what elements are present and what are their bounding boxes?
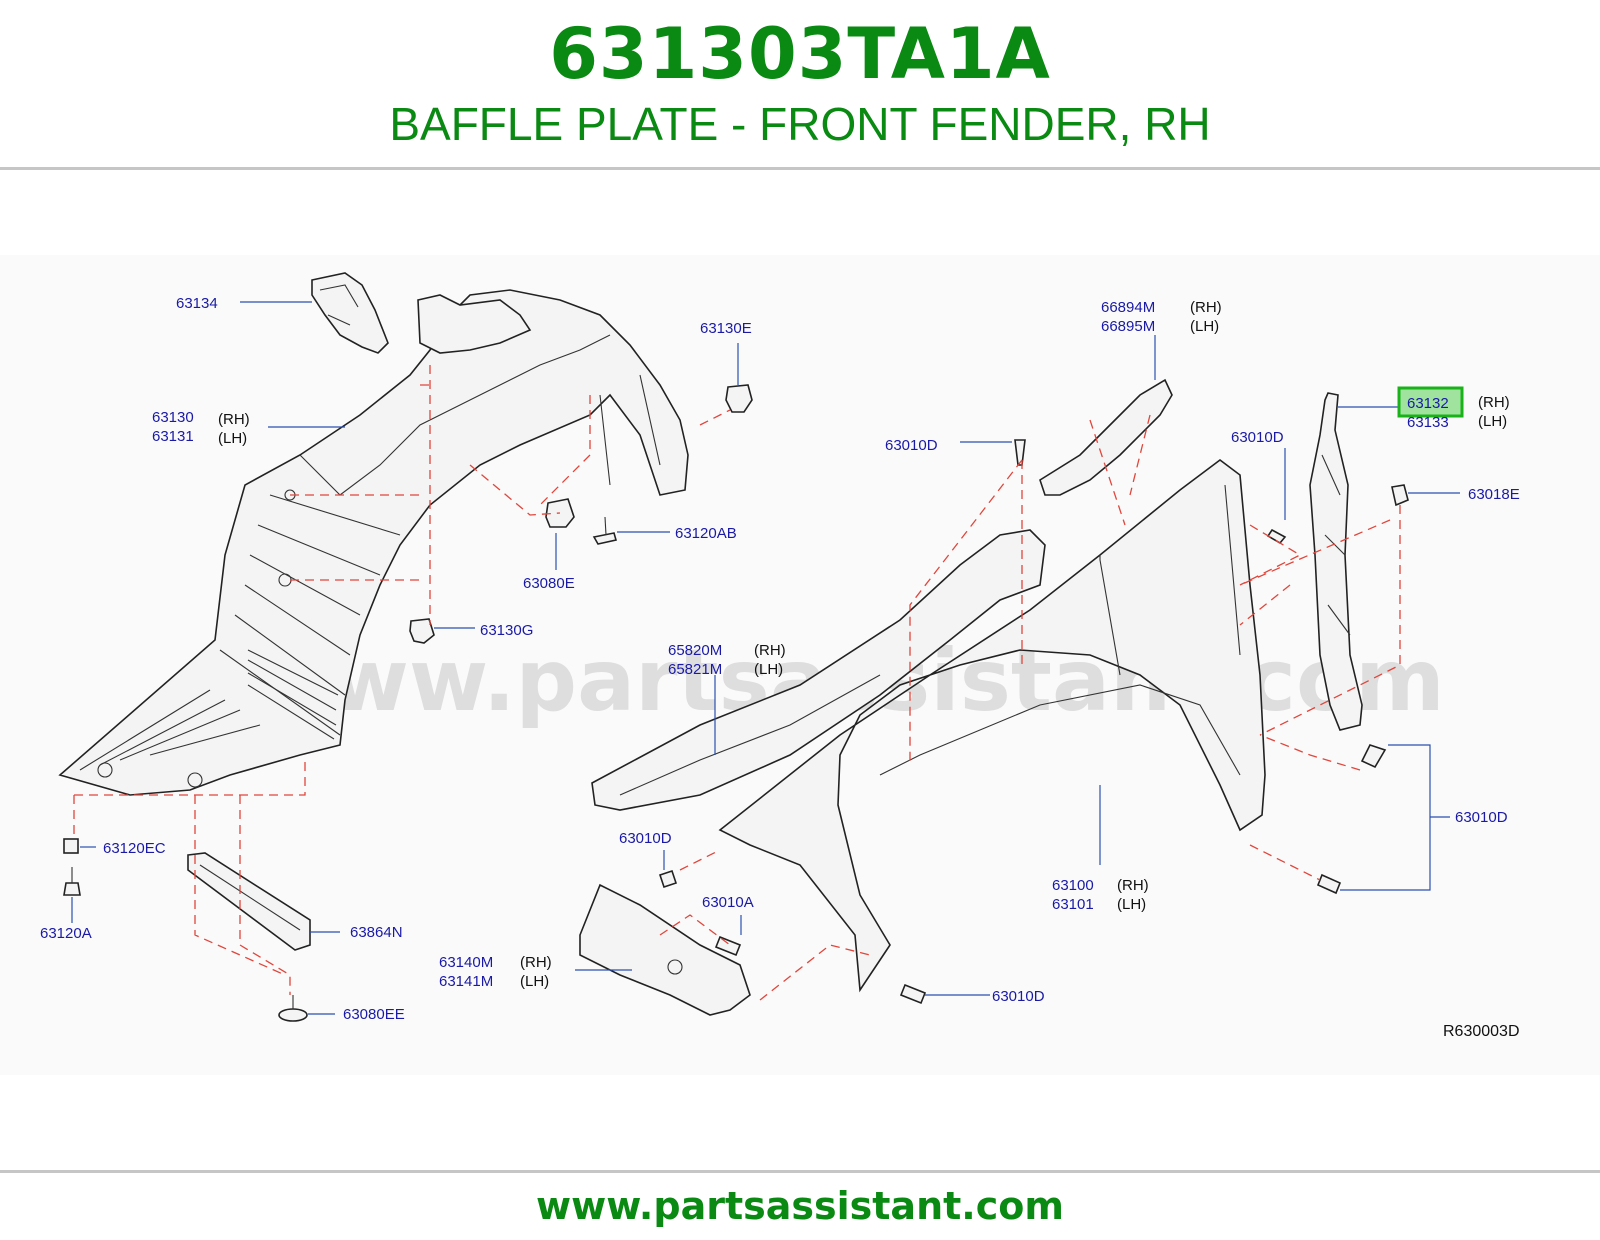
label-65820M[interactable]: 65820M	[668, 642, 722, 659]
label-63134[interactable]: 63134	[176, 295, 218, 312]
nut-63120EC-part[interactable]	[63, 838, 79, 854]
bracket-63134-part[interactable]	[311, 272, 389, 354]
label-63101[interactable]: 63101	[1052, 896, 1094, 913]
label-63141M-side: (LH)	[520, 973, 549, 990]
label-63133[interactable]: 63133	[1407, 414, 1449, 431]
baffle-plate-63132-part[interactable]	[1309, 392, 1363, 731]
footer-site-url[interactable]: www.partsassistant.com	[536, 1184, 1064, 1228]
diagram-reference-code: R630003D	[1443, 1023, 1520, 1040]
label-63080E[interactable]: 63080E	[523, 575, 575, 592]
clip-63130E-part[interactable]	[725, 384, 753, 413]
label-63130E[interactable]: 63130E	[700, 320, 752, 337]
part-number-title: 631303TA1A	[549, 13, 1051, 95]
label-63864N[interactable]: 63864N	[350, 924, 403, 941]
bolt-63010D-pair-part[interactable]	[1316, 744, 1387, 895]
label-63130G[interactable]: 63130G	[480, 622, 533, 639]
label-63010D-upper[interactable]: 63010D	[885, 437, 938, 454]
label-66895M[interactable]: 66895M	[1101, 318, 1155, 335]
bolt-63010D-lower-left-part[interactable]	[658, 869, 678, 889]
label-63018E[interactable]: 63018E	[1468, 486, 1520, 503]
label-63120EC[interactable]: 63120EC	[103, 840, 166, 857]
label-63010D-bottom[interactable]: 63010D	[992, 988, 1045, 1005]
label-63131[interactable]: 63131	[152, 428, 194, 445]
label-63141M[interactable]: 63141M	[439, 973, 493, 990]
label-63010A[interactable]: 63010A	[702, 894, 754, 911]
bolt-63010A-part[interactable]	[714, 935, 742, 957]
screw-63120AB-part[interactable]	[592, 516, 618, 545]
fender-liner-part[interactable]	[58, 289, 689, 796]
label-65821M-side: (LH)	[754, 661, 783, 678]
label-63100[interactable]: 63100	[1052, 877, 1094, 894]
label-63101-side: (LH)	[1117, 896, 1146, 913]
label-63133-side: (LH)	[1478, 413, 1507, 430]
label-63010D-right[interactable]: 63010D	[1231, 429, 1284, 446]
highlight-63132	[1397, 386, 1464, 418]
clip-63080EE-part[interactable]	[278, 995, 308, 1022]
header-divider	[0, 167, 1600, 170]
label-63130[interactable]: 63130	[152, 409, 194, 426]
label-63100-side: (RH)	[1117, 877, 1149, 894]
label-63010D-lower-left[interactable]: 63010D	[619, 830, 672, 847]
assembly-guide-lines	[73, 365, 731, 995]
parts-diagram: www.partsassistant.com	[40, 272, 1520, 1040]
lower-bracket-63140M-part[interactable]	[579, 883, 751, 1016]
footer-divider	[0, 1170, 1600, 1173]
leader-lines	[71, 301, 1460, 1015]
label-66895M-side: (LH)	[1190, 318, 1219, 335]
label-65821M[interactable]: 65821M	[668, 661, 722, 678]
screw-63120A-part[interactable]	[63, 867, 81, 896]
label-65820M-side: (RH)	[754, 642, 786, 659]
label-63120AB[interactable]: 63120AB	[675, 525, 737, 542]
label-66894M-side: (RH)	[1190, 299, 1222, 316]
label-63010D-pair[interactable]: 63010D	[1455, 809, 1508, 826]
front-fender-part[interactable]	[718, 459, 1266, 993]
assembly-guide-lines-right	[659, 414, 1401, 1001]
upper-seal-66894M-part[interactable]	[1039, 378, 1173, 496]
label-63131-side: (LH)	[218, 430, 247, 447]
side-rail-65820M-part[interactable]	[591, 529, 1046, 811]
parts-diagram-panel: www.partsassistant.com	[0, 255, 1600, 1075]
bolt-63010D-upper-part[interactable]	[1014, 439, 1026, 466]
label-63132-side: (RH)	[1478, 394, 1510, 411]
under-cover-strip-part[interactable]	[187, 852, 311, 951]
label-63130-side: (RH)	[218, 411, 250, 428]
label-63140M[interactable]: 63140M	[439, 954, 493, 971]
label-63132[interactable]: 63132	[1407, 395, 1449, 412]
label-63080EE[interactable]: 63080EE	[343, 1006, 405, 1023]
label-63120A[interactable]: 63120A	[40, 925, 92, 942]
label-63140M-side: (RH)	[520, 954, 552, 971]
label-66894M[interactable]: 66894M	[1101, 299, 1155, 316]
bolt-63010D-bottom-part[interactable]	[899, 983, 927, 1005]
clip-63018E-part[interactable]	[1391, 484, 1409, 507]
part-name-subtitle: BAFFLE PLATE - FRONT FENDER, RH	[389, 98, 1211, 150]
liner-rear-extension-part[interactable]	[417, 294, 532, 354]
clip-63130G-part[interactable]	[409, 618, 435, 644]
